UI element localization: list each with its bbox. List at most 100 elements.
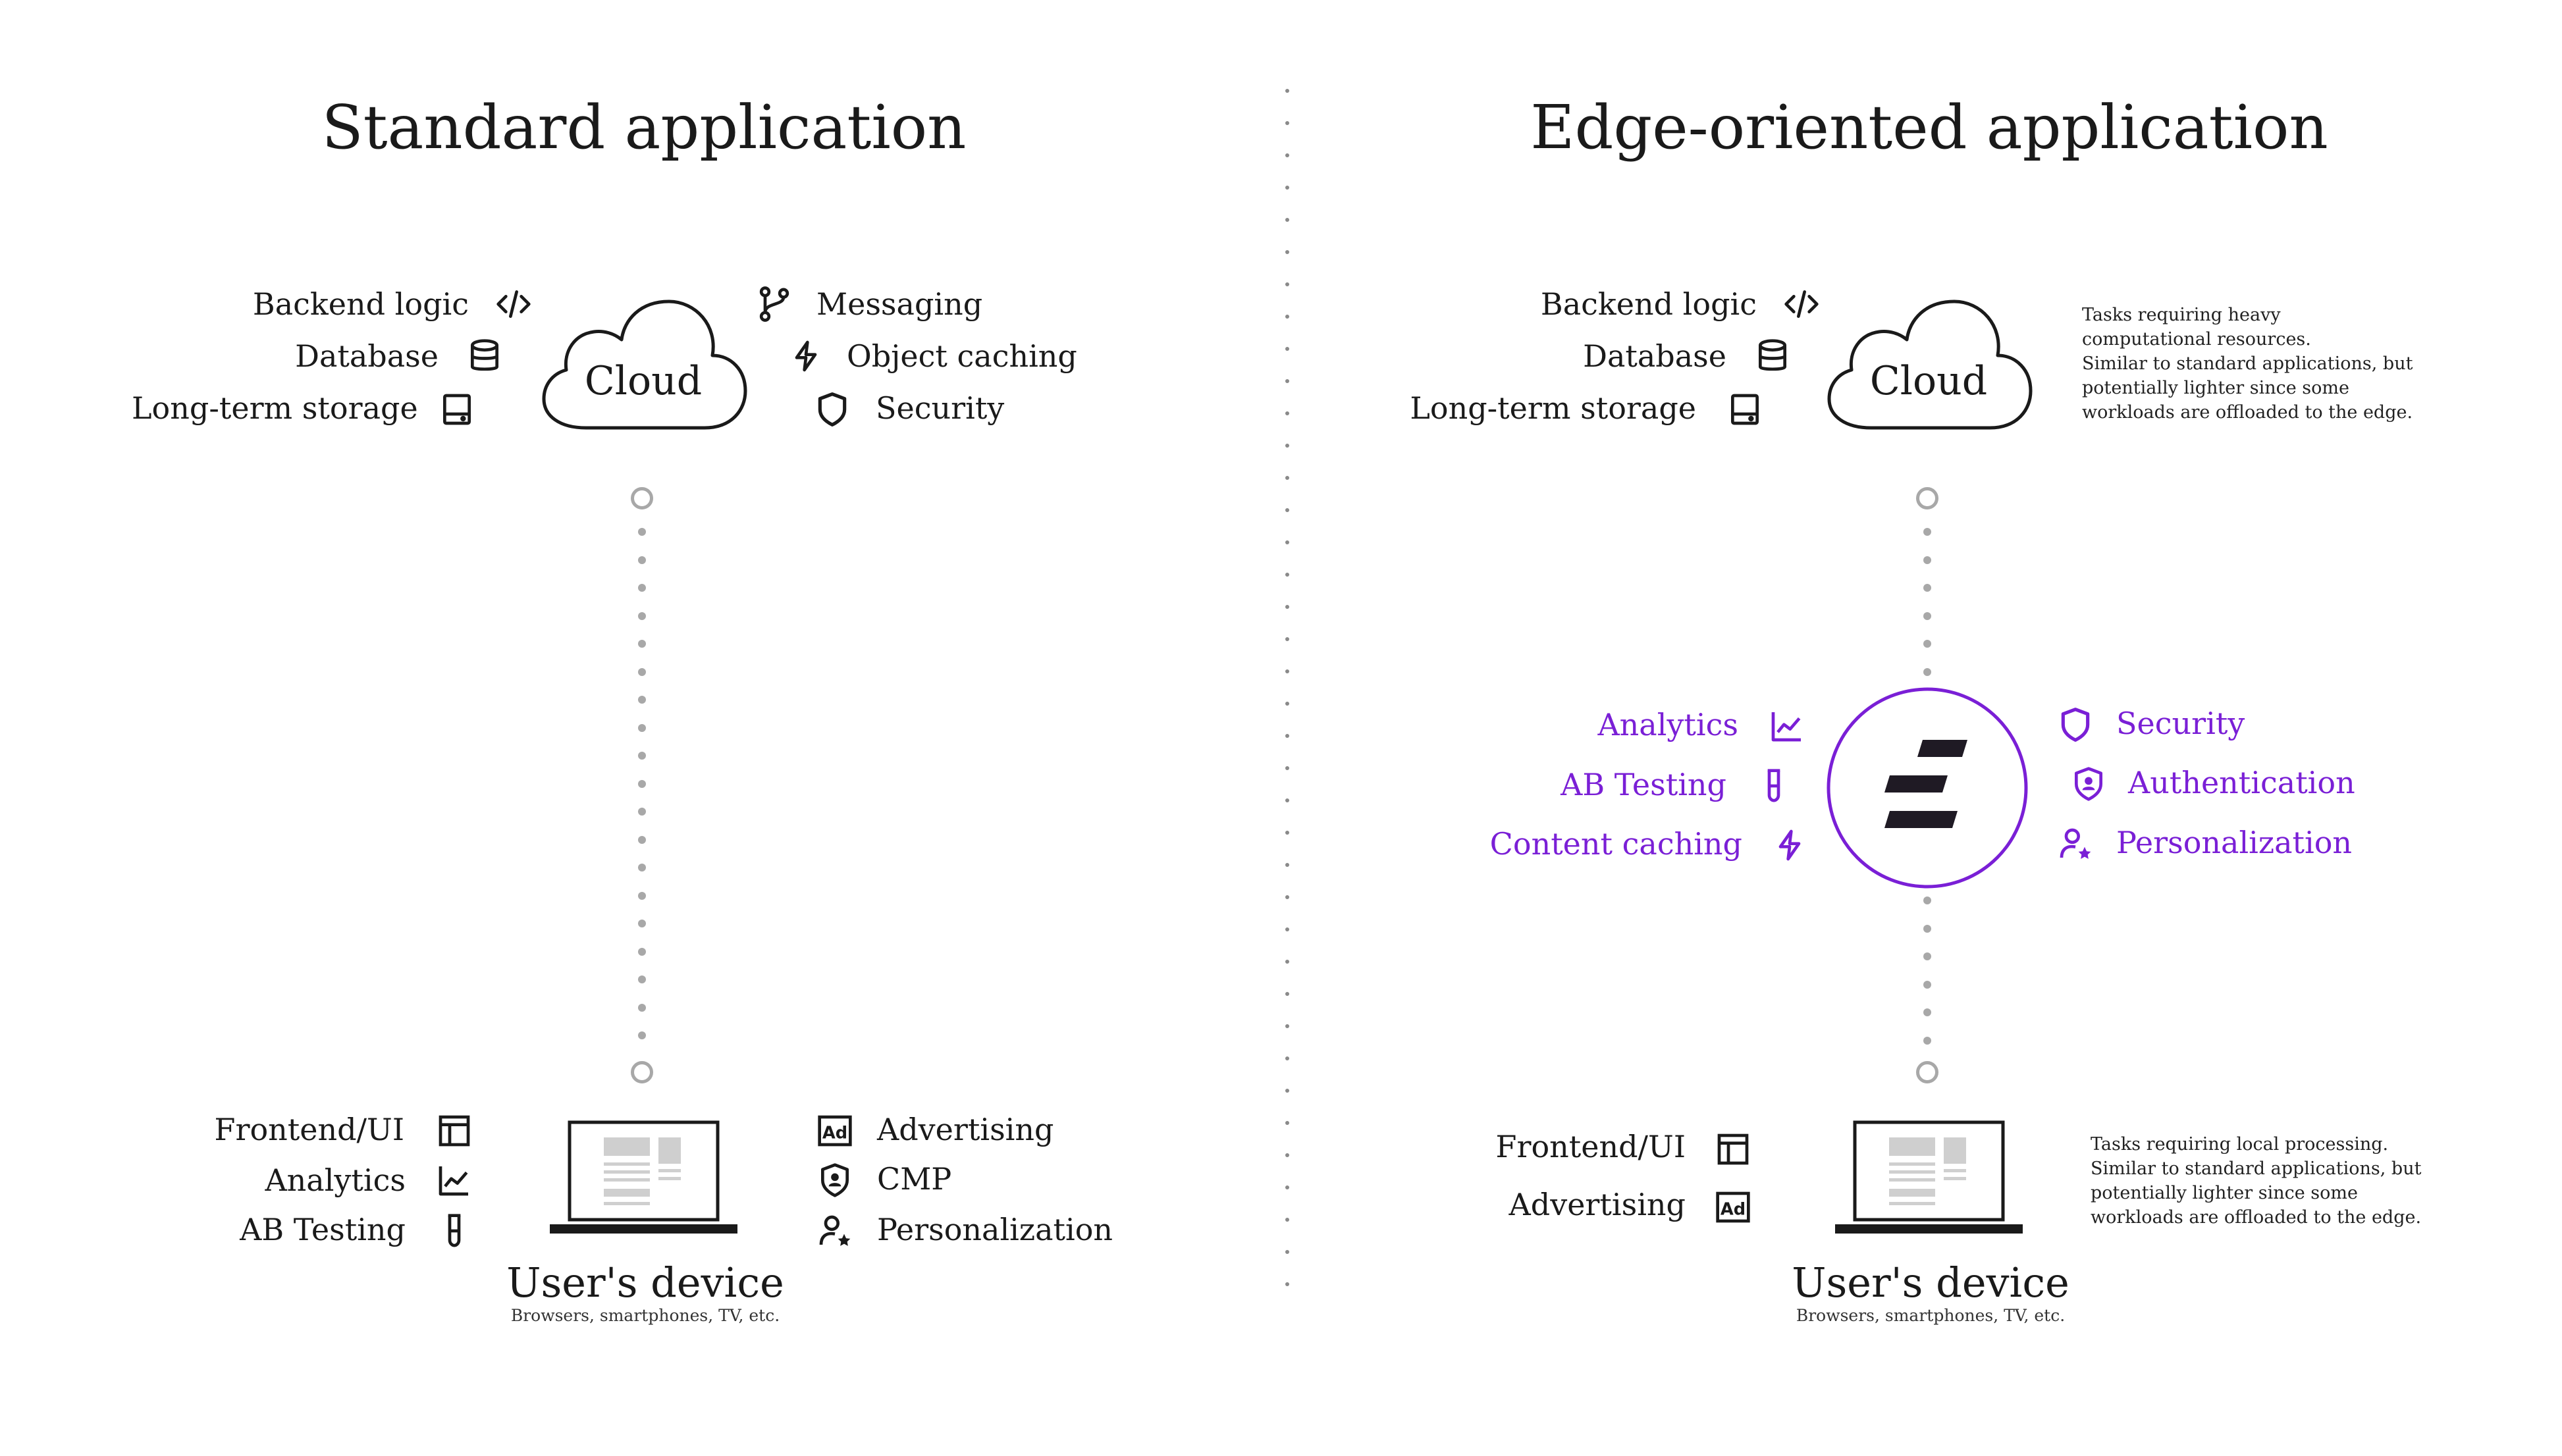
edge-content-caching-label: Content caching: [1489, 826, 1742, 862]
connector-dot: [1285, 992, 1289, 996]
cmp-label: CMP: [877, 1161, 952, 1197]
connector-dot: [1285, 831, 1289, 835]
connector-dot: [638, 835, 646, 844]
layout-icon: [1715, 1131, 1751, 1168]
svg-text:Ad: Ad: [1721, 1200, 1746, 1220]
messaging-label: Messaging: [816, 286, 983, 322]
edge-ab-testing-label: AB Testing: [1561, 767, 1726, 802]
svg-text:Ad: Ad: [822, 1124, 847, 1143]
connector-dot: [1285, 411, 1289, 415]
connector-dot: [1285, 282, 1289, 286]
connector-dot: [1923, 980, 1931, 989]
connector-dot: [1923, 952, 1931, 960]
connector-dot: [1285, 702, 1289, 706]
connector-dot: [1285, 1282, 1289, 1286]
connector-dot: [1285, 1250, 1289, 1254]
connector-dot: [638, 808, 646, 816]
ad-icon: Ad: [816, 1112, 853, 1149]
note-line: computational resources.: [2082, 329, 2311, 350]
connector-dot: [1285, 637, 1289, 641]
connector-dot: [1285, 1089, 1289, 1093]
connector-dot: [638, 667, 646, 676]
connector-dot: [1285, 121, 1289, 125]
personalization-label: Personalization: [877, 1212, 1113, 1247]
connector-node-bottom: [1916, 1061, 1938, 1083]
edge-authentication-label: Authentication: [2128, 765, 2355, 800]
connector-dot: [1285, 315, 1289, 319]
connector-dot: [638, 864, 646, 871]
note-line: potentially lighter since some: [2091, 1183, 2358, 1203]
connector-dot: [1285, 1056, 1289, 1060]
connector-dot: [1285, 927, 1289, 931]
security-label: Security: [876, 390, 1005, 426]
long-term-storage-label: Long-term storage: [1410, 390, 1696, 426]
connector-dot: [1923, 584, 1931, 592]
edge-security-label: Security: [2116, 706, 2245, 741]
connector-dot: [1923, 897, 1931, 904]
connector-dot: [1923, 1008, 1931, 1016]
connector-dot: [638, 891, 646, 900]
note-line: workloads are offloaded to the edge.: [2082, 402, 2413, 423]
connector-dot: [638, 696, 646, 704]
database-icon: [1754, 338, 1791, 375]
connector-dot: [638, 723, 646, 732]
user-star-icon: [816, 1212, 853, 1249]
note-line: Tasks requiring heavy: [2082, 305, 2281, 325]
edge-personalization-label: Personalization: [2116, 825, 2353, 860]
connector-dot: [1285, 1153, 1289, 1157]
note-line: Similar to standard applications, but: [2091, 1158, 2422, 1179]
advertising-label: Advertising: [1508, 1187, 1686, 1222]
edge-logo-icon: [1884, 740, 1967, 828]
analytics-label: Analytics: [265, 1162, 406, 1198]
connector-dot: [638, 1003, 646, 1012]
connector-dot: [1923, 611, 1931, 620]
ab-testing-label: AB Testing: [240, 1212, 406, 1247]
connector-dot: [1923, 1036, 1931, 1045]
connector-dot: [1285, 1024, 1289, 1028]
connector-dot: [1923, 667, 1931, 676]
note-line: Similar to standard applications, but: [2082, 353, 2413, 374]
connector-dot: [1285, 540, 1289, 544]
device-note: Tasks requiring local processing. Simila…: [2091, 1132, 2421, 1230]
laptop-illustration: [1835, 1120, 2023, 1234]
connector-dot: [638, 640, 646, 648]
chart-icon: [1769, 708, 1805, 744]
cloud-shape: [1827, 299, 2033, 430]
connector-dot: [1285, 89, 1289, 93]
connector-dot: [1285, 1185, 1289, 1189]
user-shield-icon: [2070, 766, 2107, 802]
branch-icon: [756, 286, 793, 323]
connector-dot: [638, 611, 646, 620]
ad-icon: Ad: [1715, 1189, 1751, 1226]
cloud-note: Tasks requiring heavy computational reso…: [2082, 303, 2413, 425]
edge-analytics-label: Analytics: [1597, 707, 1738, 742]
shield-icon: [814, 391, 851, 428]
connector-dot: [1285, 476, 1289, 480]
connector-dot: [638, 975, 646, 983]
user-star-icon: [2057, 825, 2094, 862]
connector-dot: [1285, 218, 1289, 222]
connector-dot: [1285, 250, 1289, 254]
connector-dot: [1285, 1121, 1289, 1125]
connector-node-bottom: [631, 1061, 653, 1083]
shield-icon: [2057, 706, 2094, 743]
chart-icon: [436, 1162, 473, 1199]
connector-dot: [1923, 924, 1931, 933]
storage-icon: [1726, 391, 1763, 428]
connector-dot: [1285, 508, 1289, 512]
connector-dot: [638, 752, 646, 760]
device-title: User's device: [506, 1259, 784, 1307]
layout-icon: [436, 1112, 473, 1149]
frontend-ui-label: Frontend/UI: [214, 1112, 404, 1147]
connector-dot: [1923, 640, 1931, 648]
connector-dot: [1285, 379, 1289, 383]
device-subtitle: Browsers, smartphones, TV, etc.: [1796, 1306, 2066, 1325]
connector-dot: [1285, 798, 1289, 802]
connector-dot: [1285, 960, 1289, 964]
note-line: Tasks requiring local processing.: [2091, 1134, 2389, 1155]
cloud-label: Cloud: [584, 358, 703, 404]
connector-dot: [638, 779, 646, 788]
advertising-label: Advertising: [877, 1112, 1054, 1147]
connector-dot: [638, 947, 646, 956]
database-icon: [466, 338, 503, 375]
